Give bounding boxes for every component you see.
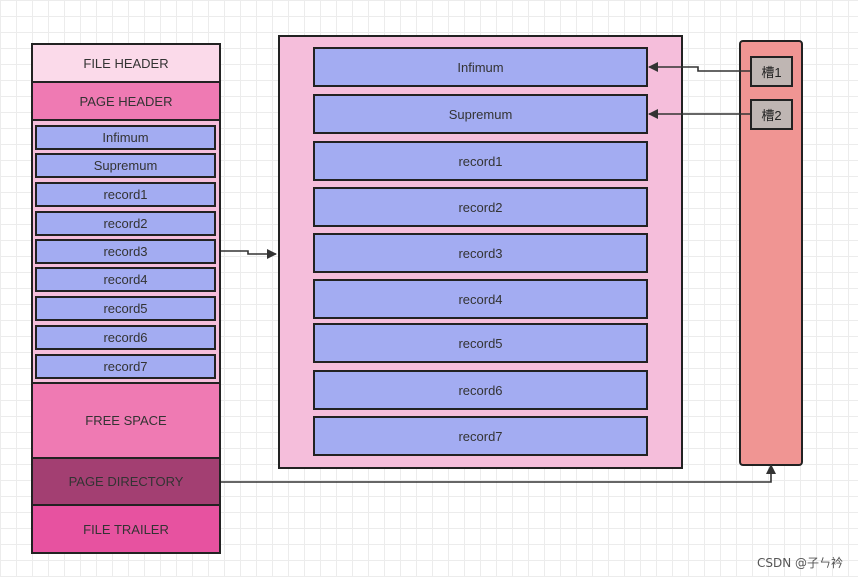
slot-label: 槽2 [761,108,782,123]
file-header-section: FILE HEADER [31,43,221,83]
left-record-label: record3 [103,244,148,259]
left-record-5: record5 [35,296,216,321]
expanded-record-label: record5 [458,335,503,351]
page-directory-label: PAGE DIRECTORY [68,474,184,489]
left-record-label: record1 [103,187,148,202]
slot-label: 槽1 [761,65,782,80]
left-record-infimum: Infimum [35,125,216,150]
file-trailer-section: FILE TRAILER [31,504,221,554]
expanded-record-label: record7 [458,428,503,444]
left-record-7: record7 [35,354,216,379]
expanded-record-3: record3 [313,233,648,273]
free-space-section: FREE SPACE [31,382,221,459]
left-record-4: record4 [35,267,216,292]
record3-to-panel-arrow [221,249,277,259]
expanded-record-infimum: Infimum [313,47,648,87]
expanded-record-label: record4 [458,291,503,307]
left-record-label: record7 [103,359,148,374]
expanded-record-2: record2 [313,187,648,227]
expanded-record-5: record5 [313,323,648,363]
expanded-record-label: record6 [458,382,503,398]
page-directory-section: PAGE DIRECTORY [31,457,221,506]
expanded-record-1: record1 [313,141,648,181]
free-space-label: FREE SPACE [85,413,167,428]
slot-2: 槽2 [750,99,793,130]
expanded-record-6: record6 [313,370,648,410]
expanded-record-7: record7 [313,416,648,456]
left-record-label: record5 [103,301,148,316]
left-record-1: record1 [35,182,216,207]
slot1-to-infimum-arrow [648,62,750,72]
left-record-6: record6 [35,325,216,350]
expanded-record-4: record4 [313,279,648,319]
left-record-label: record2 [103,216,148,231]
file-trailer-label: FILE TRAILER [83,521,169,537]
left-record-label: Infimum [102,130,149,145]
directory-to-slots-arrow [221,464,776,483]
left-record-label: record4 [103,272,148,287]
file-header-label: FILE HEADER [83,55,169,71]
watermark: CSDN @子ㄣ衿 [757,556,844,570]
expanded-record-label: Infimum [457,59,504,75]
left-record-label: Supremum [93,158,158,173]
expanded-record-label: record3 [458,245,503,261]
left-record-2: record2 [35,211,216,236]
page-header-label: PAGE HEADER [79,93,173,109]
left-record-3: record3 [35,239,216,264]
slot-1: 槽1 [750,56,793,87]
expanded-record-label: record1 [458,153,503,169]
expanded-record-supremum: Supremum [313,94,648,134]
expanded-record-label: record2 [458,199,503,215]
expanded-record-label: Supremum [448,106,513,122]
left-record-label: record6 [103,330,148,345]
left-record-supremum: Supremum [35,153,216,178]
